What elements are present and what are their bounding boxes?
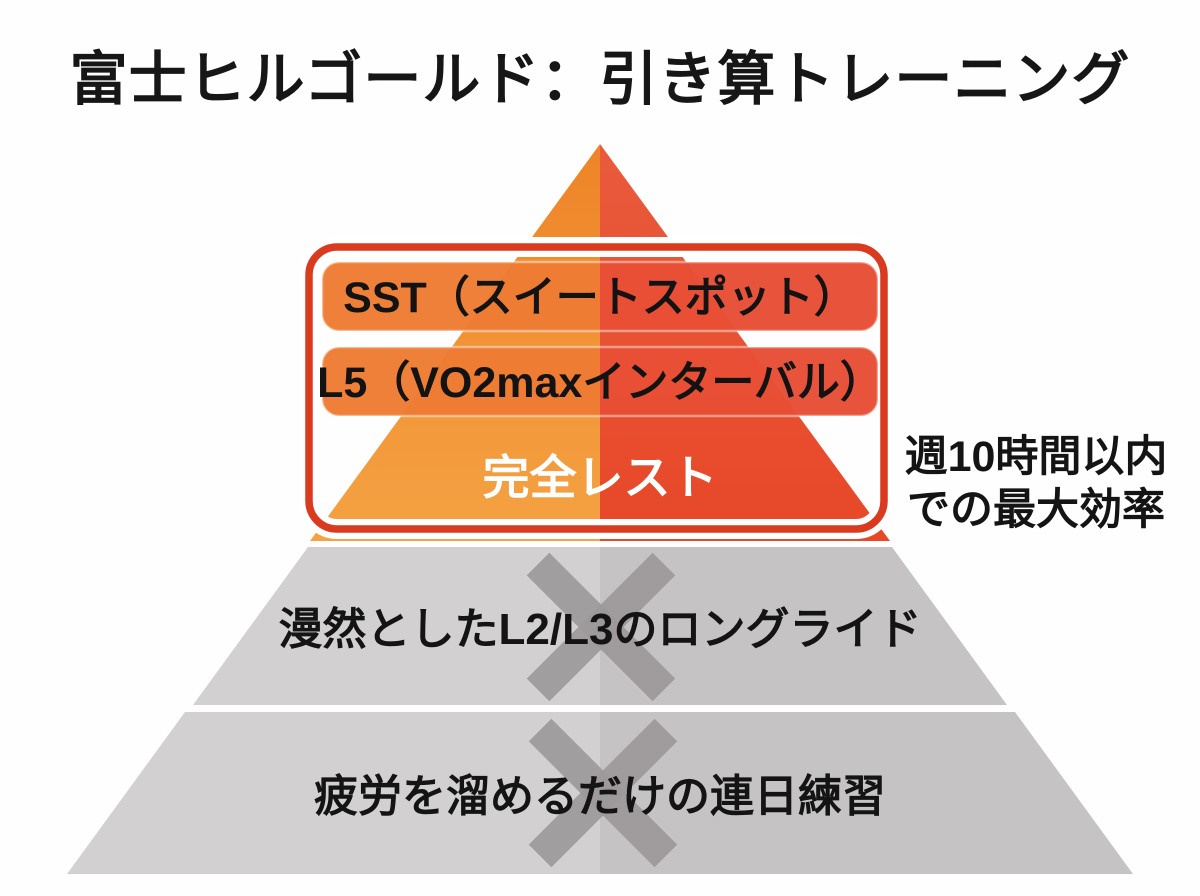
removed-layer-longride-right: [600, 547, 1007, 705]
x-mark-icon: [526, 552, 676, 702]
annotation-line-1: 週10時間以内: [905, 433, 1168, 481]
l5-pill-label: L5（VO2maxインターバル）: [317, 359, 883, 407]
removed-layer-longride-left: [193, 547, 600, 705]
x-mark-stroke: [528, 718, 678, 868]
removed-layer-daily-left: [67, 712, 600, 874]
removed-layer-daily-right: [600, 712, 1133, 874]
removed-label-longride: 漫然としたL2/L3のロングライド: [279, 605, 922, 654]
x-mark-stroke: [526, 552, 676, 702]
x-mark-icon: [528, 718, 678, 868]
removed-label-daily: 疲労を溜めるだけの連日練習: [314, 772, 886, 821]
rest-label: 完全レスト: [483, 451, 718, 504]
sst-pill-label: SST（スイートスポット）: [343, 274, 857, 322]
page-title: 富士ヒルゴールド：引き算トレーニング: [70, 47, 1131, 112]
l5-pill: [320, 345, 880, 418]
annotation-line-2: での最大効率: [907, 486, 1165, 534]
keep-box-outline: [305, 243, 888, 533]
sst-pill: [320, 260, 880, 333]
